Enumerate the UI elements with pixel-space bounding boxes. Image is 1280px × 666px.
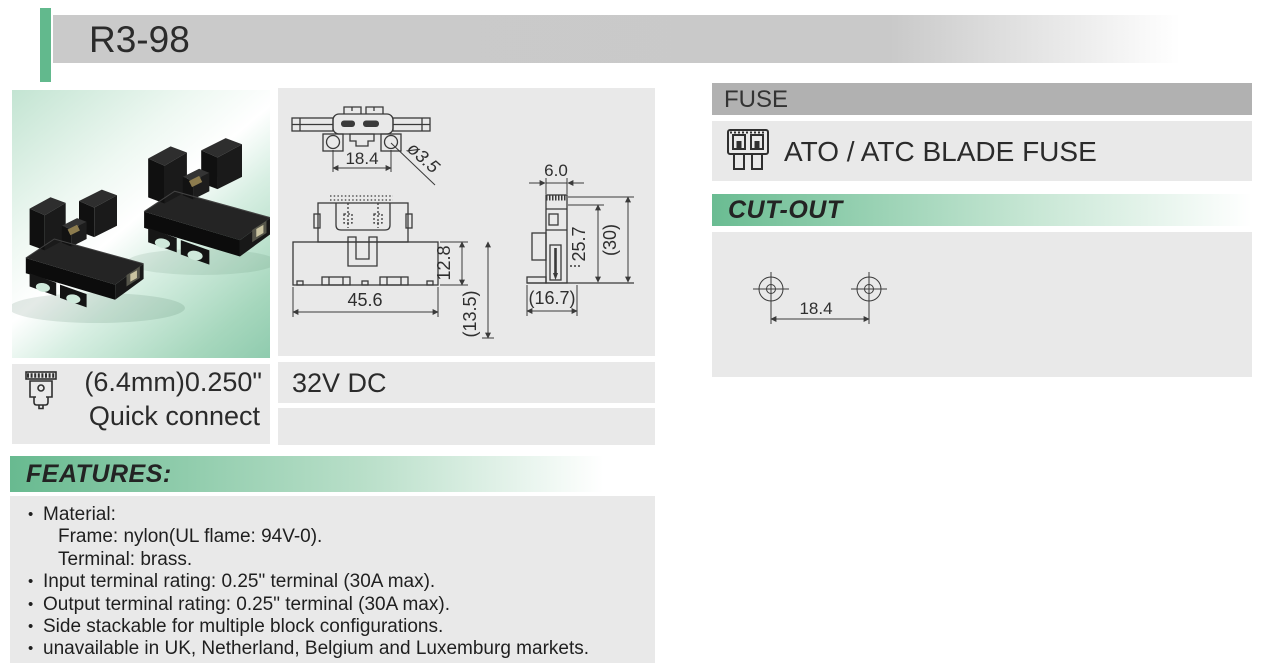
cutout-drawing: 18.4 — [753, 272, 887, 324]
dim-side-depth: (16.7) — [528, 288, 575, 308]
fuse-section-title: FUSE — [724, 86, 789, 113]
fuse-type-label: ATO / ATC BLADE FUSE — [784, 136, 1097, 167]
front-view-drawing: 45.6 12.8 (13.5) — [292, 195, 494, 339]
voltage-rating-label: 32V DC — [292, 368, 387, 398]
cutout-panel: 18.4 — [712, 232, 1252, 377]
dim-top-hole-spacing: 18.4 — [345, 149, 378, 168]
spec-empty-cell — [278, 408, 655, 445]
feature-item: Material: — [10, 504, 655, 527]
features-panel: Material: Frame: nylon(UL flame: 94V-0).… — [10, 496, 655, 663]
title-bar: R3-98 — [53, 15, 1215, 63]
features-section-header-bar: FEATURES: — [10, 456, 655, 492]
dim-front-body-height: 12.8 — [434, 245, 454, 280]
product-photo — [9, 137, 277, 323]
dim-side-top-width: 6.0 — [544, 161, 568, 180]
terminal-size-label: (6.4mm)0.250" — [84, 367, 262, 397]
top-view-drawing: 18.4 ø3.5 — [291, 106, 444, 186]
terminal-spec-panel: (6.4mm)0.250" Quick connect — [12, 364, 270, 444]
feature-item: Input terminal rating: 0.25" terminal (3… — [10, 571, 655, 594]
cutout-section-title: CUT-OUT — [728, 196, 843, 224]
side-view-drawing: 6.0 25.7 (30) (16.7) — [526, 161, 634, 316]
page-title: R3-98 — [89, 19, 190, 60]
feature-item: Side stackable for multiple block config… — [10, 616, 655, 639]
voltage-spec-row: 32V DC — [278, 362, 655, 403]
product-photo-panel — [9, 90, 277, 358]
features-list: Material: Frame: nylon(UL flame: 94V-0).… — [10, 496, 655, 661]
feature-item: Frame: nylon(UL flame: 94V-0). — [58, 526, 323, 548]
technical-drawing-panel: 18.4 ø3.5 — [278, 88, 655, 356]
blade-fuse-icon — [727, 129, 769, 170]
dim-side-overall-height: (30) — [600, 224, 620, 256]
dim-cutout-hole-spacing: 18.4 — [799, 299, 832, 318]
cutout-section-header-bar: CUT-OUT — [712, 194, 1252, 226]
quick-connect-terminal-icon — [25, 371, 57, 410]
accent-green-tab — [40, 8, 51, 82]
dim-front-overall-height: (13.5) — [460, 290, 480, 337]
terminal-type-label: Quick connect — [88, 401, 260, 431]
dim-front-width: 45.6 — [347, 290, 382, 310]
features-section-title: FEATURES: — [26, 460, 172, 488]
feature-item: unavailable in UK, Netherland, Belgium a… — [10, 638, 655, 661]
feature-item: Output terminal rating: 0.25" terminal (… — [10, 594, 655, 617]
dim-side-height: 25.7 — [569, 226, 589, 261]
fuse-section-header-bar: FUSE — [712, 83, 1252, 115]
fuse-type-panel: ATO / ATC BLADE FUSE — [712, 121, 1252, 181]
feature-item: Terminal: brass. — [58, 548, 193, 570]
technical-drawing: 18.4 ø3.5 — [291, 106, 634, 339]
dim-hole-diameter: ø3.5 — [403, 138, 444, 178]
